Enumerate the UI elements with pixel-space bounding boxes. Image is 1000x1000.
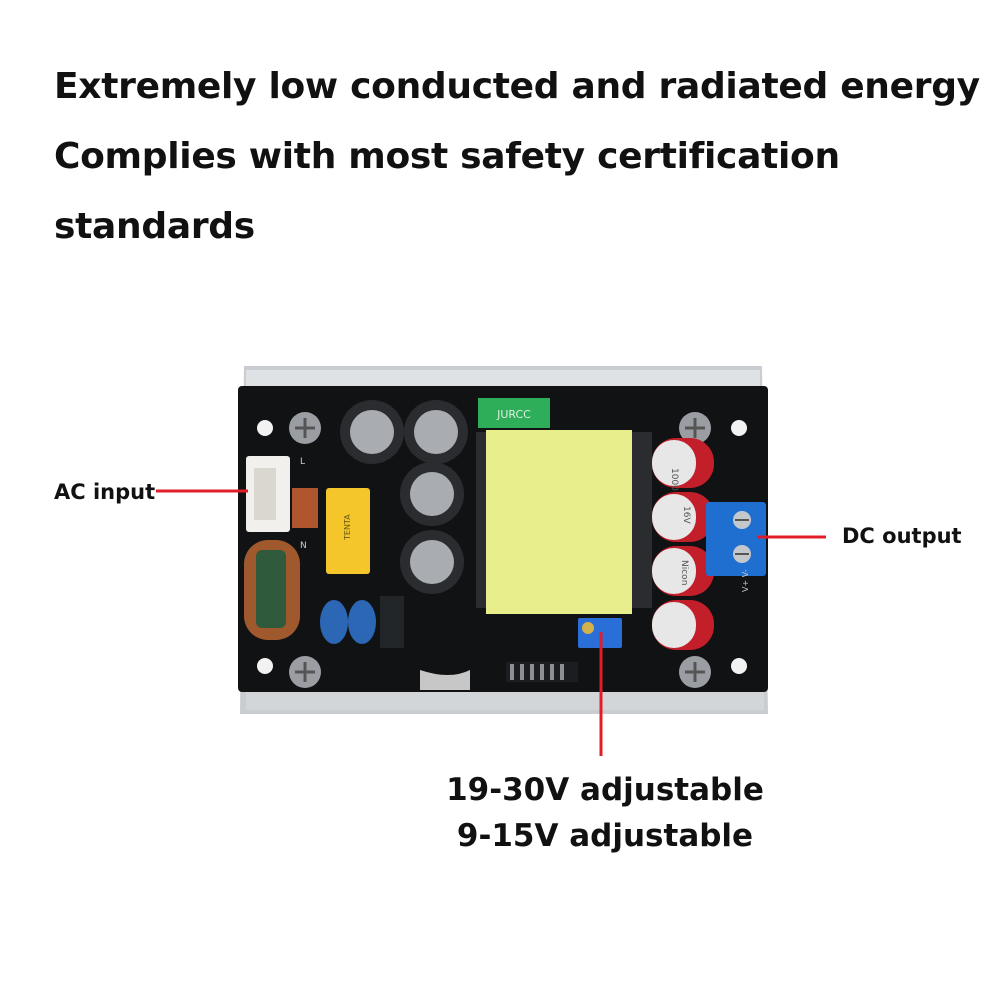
x-capacitor-marking: TENTA [343, 514, 352, 541]
terminal-polarity-label: V+ V- [741, 569, 750, 592]
output-capacitors: 1000 16V Nicon [652, 438, 714, 650]
mounting-holes [257, 420, 747, 674]
headline-line-1: Extremely low conducted and radiated ene… [54, 66, 980, 107]
headline-line-3: standards [54, 206, 255, 247]
transformer [476, 430, 652, 614]
x-capacitor: TENTA [326, 488, 370, 574]
headline-line-2: Complies with most safety certification [54, 136, 840, 177]
common-mode-choke [244, 540, 300, 640]
blue-capacitors [320, 596, 404, 648]
adjust-range-label-2: 9-15V adjustable [456, 818, 754, 854]
pin-label-l: L [300, 457, 305, 467]
capacitor-voltage-label: 16V [681, 506, 691, 524]
transformer-brand-tag: JURCC [478, 398, 550, 428]
fuse [292, 488, 318, 528]
ac-input-label: AC input [54, 480, 156, 504]
screws [289, 412, 711, 688]
ic-chip [506, 662, 578, 682]
electrolytic-capacitors [340, 400, 468, 594]
dc-output-label: DC output [842, 524, 962, 548]
pin-label-n: N [300, 541, 307, 551]
ac-input-connector: L N [246, 456, 307, 551]
transformer-brand-label: JURCC [496, 408, 531, 421]
capacitor-value-label: 1000 [669, 468, 679, 491]
capacitor-brand-label: Nicon [679, 560, 689, 585]
dc-output-terminal-block: V+ V- [706, 502, 766, 592]
adjust-range-label-1: 19-30V adjustable [446, 772, 764, 808]
